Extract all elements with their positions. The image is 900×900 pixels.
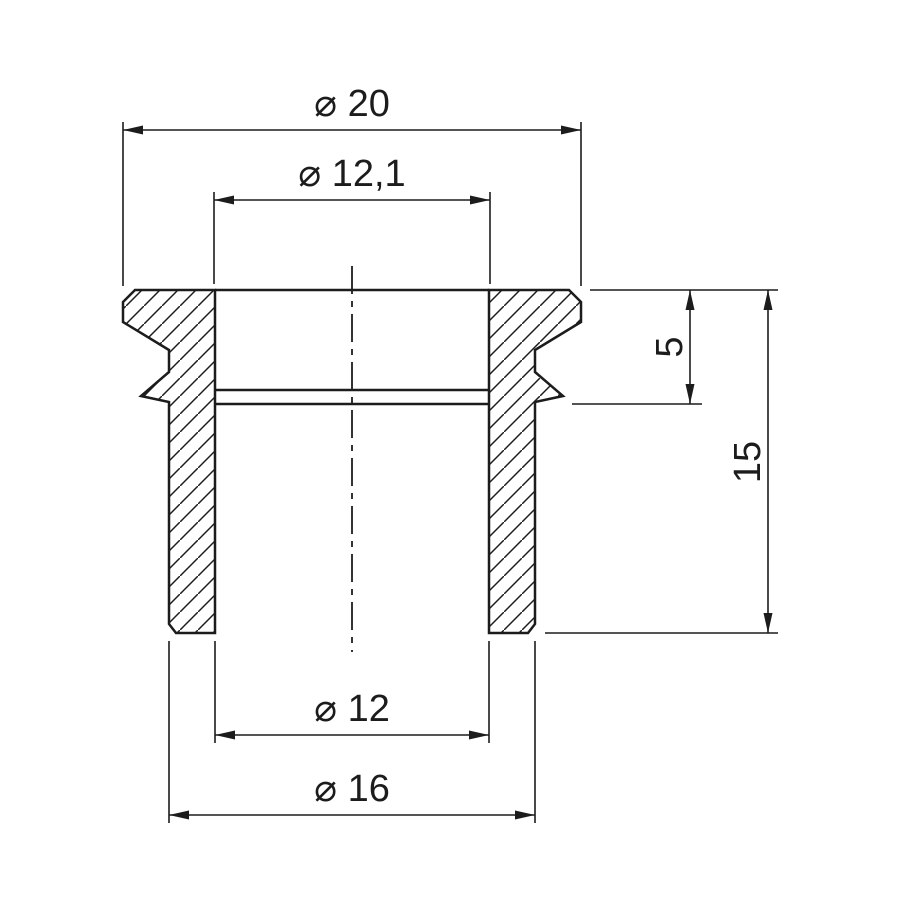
arrowhead-up <box>685 290 695 310</box>
arrowhead-left <box>215 730 235 740</box>
arrowhead-up <box>763 290 773 310</box>
left-wall-section <box>121 288 217 635</box>
dim-label-lower-bore: ⌀ 12 <box>314 688 390 730</box>
dim-lower-bore: ⌀ 12 <box>214 641 490 743</box>
arrowhead-right <box>470 195 490 205</box>
right-wall-section <box>487 288 583 635</box>
part-section <box>121 266 583 652</box>
arrowhead-down <box>763 613 773 633</box>
dim-label-flange-depth: 5 <box>649 336 691 357</box>
dim-body-od: ⌀ 16 <box>168 641 536 823</box>
dim-label-body-od: ⌀ 16 <box>314 768 390 810</box>
arrowhead-left <box>169 810 189 820</box>
dim-overall-height: 15 <box>545 290 778 634</box>
arrowhead-right <box>469 730 489 740</box>
arrowhead-right <box>561 125 581 135</box>
arrowhead-left <box>214 195 234 205</box>
arrowhead-down <box>685 384 695 404</box>
dim-label-upper-bore: ⌀ 12,1 <box>298 153 405 195</box>
dim-label-overall-height: 15 <box>727 441 769 483</box>
arrowhead-left <box>123 125 143 135</box>
arrowhead-right <box>515 810 535 820</box>
dim-label-flange-od: ⌀ 20 <box>314 83 390 125</box>
dim-upper-bore: ⌀ 12,1 <box>213 153 491 284</box>
dim-flange-depth: 5 <box>572 289 778 405</box>
dim-flange-od: ⌀ 20 <box>122 83 582 286</box>
